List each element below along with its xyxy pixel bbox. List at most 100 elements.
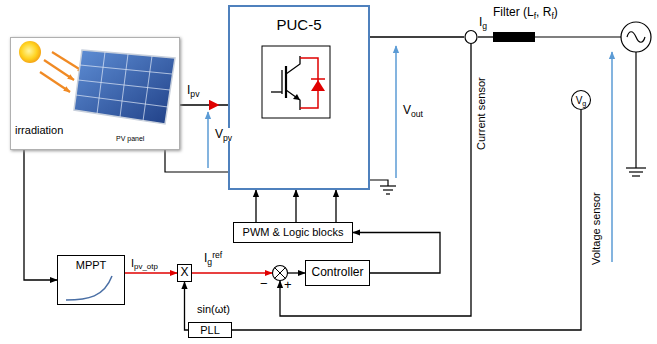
summing-junction-outline	[275, 268, 286, 279]
signal-label: I	[187, 83, 190, 97]
signal-label: pv	[190, 89, 199, 99]
ground-symbol	[383, 189, 393, 190]
igbt-symbol	[271, 91, 282, 92]
signal-wire	[24, 150, 57, 280]
multiplier-box: X	[177, 264, 192, 282]
panel-caption: PV panel	[116, 135, 144, 143]
grid-wire	[629, 171, 643, 172]
voltage-label: Vout	[402, 104, 424, 117]
solar-panel-picture	[80, 65, 172, 74]
signal-label: pv_otp	[134, 262, 158, 271]
solar-panel-picture	[74, 50, 175, 124]
signal-label: I	[131, 257, 134, 269]
signal-label: sin(ωt)	[196, 303, 231, 315]
grid-source-symbol	[627, 32, 645, 43]
ground-symbol	[386, 193, 390, 194]
current-sensor-outline	[465, 31, 477, 44]
sun-icon	[19, 41, 41, 63]
filter-label: Filter (L	[493, 5, 534, 19]
signal-wire	[232, 110, 581, 330]
grid-wire	[535, 37, 646, 176]
voltage-arrow	[611, 52, 613, 262]
signal-wire	[280, 44, 471, 316]
pv-panel-frame: irradiation PV panel	[10, 37, 180, 150]
solar-panel-picture	[143, 56, 152, 121]
controller-box: Controller	[305, 260, 370, 286]
ground-symbol	[370, 180, 388, 186]
igbt-symbol	[285, 66, 287, 98]
voltage-sensor-outline	[572, 91, 591, 110]
irradiation-label: irradiation	[15, 124, 63, 136]
sign-label: −	[260, 277, 268, 291]
converter-box: PUC-5	[228, 5, 370, 190]
diode-symbol	[300, 58, 318, 108]
signal-wire	[335, 190, 336, 222]
signal-label: I	[479, 15, 482, 29]
solar-panel-picture	[78, 80, 170, 90]
igbt-symbol	[293, 94, 300, 100]
signal-wire	[295, 190, 296, 222]
block-label: Controller	[311, 266, 363, 279]
voltage-arrow	[395, 46, 397, 178]
signal-label: Ipv_otp	[130, 257, 159, 269]
diode-symbol	[311, 80, 325, 91]
igbt-symbol	[281, 70, 282, 94]
mppt-box: MPPT	[57, 255, 125, 305]
voltage-arrow	[208, 46, 612, 262]
igbt-symbol	[286, 56, 300, 74]
grid-wire	[626, 167, 646, 168]
grid-source-symbol	[621, 22, 651, 52]
block-label: MPPT	[76, 259, 107, 271]
voltage-arrow	[207, 112, 209, 168]
signal-label: Ipv	[186, 84, 200, 97]
mppt-curve	[66, 276, 112, 300]
signal-wire	[125, 272, 177, 273]
summing-junction-outline	[275, 268, 286, 279]
ground-symbol	[380, 185, 396, 186]
signal-wire	[478, 36, 493, 37]
block-label: PLL	[200, 324, 220, 336]
signal-wire	[255, 190, 256, 222]
igbt-symbol	[262, 46, 330, 118]
current-sensor-outline	[464, 30, 478, 44]
diode-symbol	[300, 58, 325, 108]
block-label: X	[180, 266, 188, 279]
igbt-symbol	[286, 90, 300, 110]
solar-panel-picture	[74, 50, 175, 124]
signal-wire	[180, 104, 228, 105]
summing-junction: −+	[272, 265, 288, 281]
pv-return-wire	[165, 150, 228, 172]
signal-wire	[370, 36, 464, 37]
diode-symbol	[311, 78, 325, 80]
filter-inductor: Filter (Lf, Rf)	[493, 32, 535, 42]
voltage-label: out	[411, 109, 423, 119]
sensor-label: Current sensor	[475, 77, 487, 150]
signal-label: ref	[212, 250, 222, 260]
sensor-label: Voltage sensor	[590, 192, 602, 265]
grid-wire	[632, 175, 640, 176]
voltage-label: V	[403, 103, 411, 117]
filter-label: f	[551, 11, 553, 21]
sensor-symbol: V	[576, 95, 583, 106]
solar-panel-picture	[76, 52, 172, 121]
filter-label: f	[534, 11, 536, 21]
voltage-label: Vpv	[214, 128, 233, 141]
sensor-symbol: g	[582, 99, 586, 108]
filter-label: Filter (Lf, Rf)	[493, 6, 558, 19]
signal-label: I	[204, 251, 207, 265]
igbt-symbol	[262, 46, 330, 118]
grid-wire	[535, 36, 621, 37]
grid-wire	[635, 52, 636, 168]
voltage-label: V	[215, 127, 223, 141]
signal-label: Ig	[478, 16, 488, 29]
signal-label: Igref	[203, 252, 223, 265]
ground-symbol	[370, 180, 396, 194]
pll-box: PLL	[188, 322, 232, 338]
pv-return-wire	[165, 150, 228, 172]
sun-icon	[19, 41, 41, 63]
signal-wire	[288, 272, 305, 273]
